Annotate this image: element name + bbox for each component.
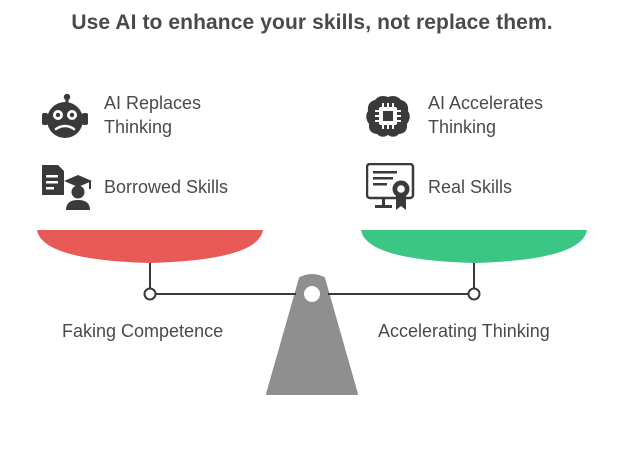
diagram-title: Use AI to enhance your skills, not repla… — [71, 11, 553, 34]
graduate-certificate-icon — [42, 165, 92, 210]
ai-chip-brain-icon — [366, 96, 410, 137]
left-pan-label: Faking Competence — [62, 321, 224, 341]
certificate-badge-icon — [366, 163, 415, 210]
left-item-2-label: Borrowed Skills — [104, 177, 229, 197]
left-pan — [37, 230, 263, 263]
pivot — [304, 286, 320, 302]
fulcrum — [266, 274, 358, 395]
left-item-1-line-2: Thinking — [104, 117, 173, 137]
right-pan — [361, 230, 587, 263]
right-item-1-line-2: Thinking — [428, 117, 497, 137]
right-pan-label: Accelerating Thinking — [378, 321, 550, 341]
left-item-1-label: AI Replaces Thinking — [104, 91, 201, 139]
right-item-1-label: AI Accelerates Thinking — [428, 91, 543, 139]
left-beam-end — [143, 287, 157, 301]
frustrated-robot-icon — [42, 93, 88, 138]
right-item-1-line-1: AI Accelerates — [428, 93, 544, 113]
right-item-2-label: Real Skills — [428, 177, 513, 197]
left-item-1-line-1: AI Replaces — [104, 93, 202, 113]
right-beam-end — [467, 287, 481, 301]
